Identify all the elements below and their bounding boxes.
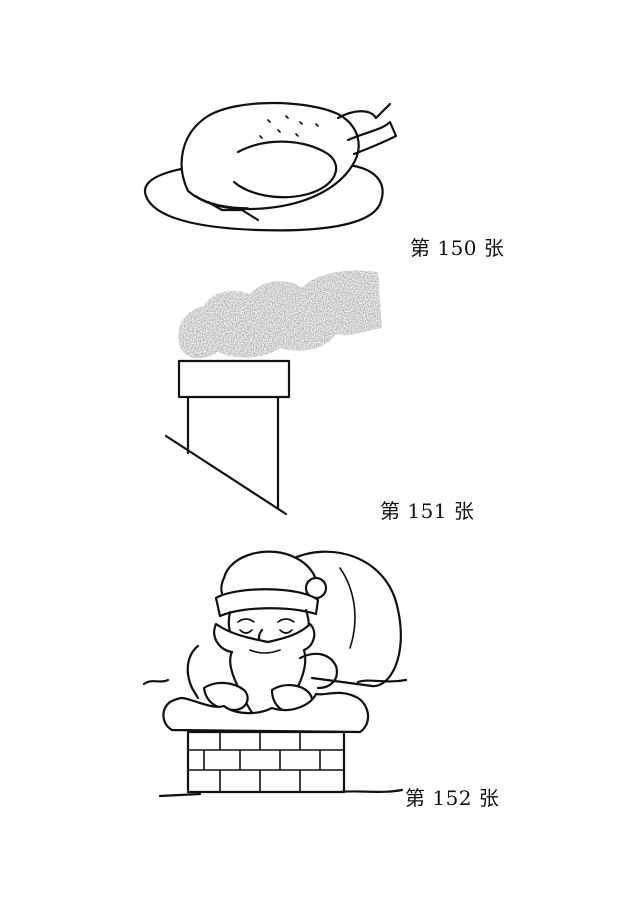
page-152-caption: 第 152 张 [405, 786, 500, 810]
roast-turkey-drawing [143, 101, 398, 232]
page-151-caption: 第 151 张 [380, 499, 475, 523]
chimney-smoke-drawing [164, 270, 382, 516]
page-150-caption: 第 150 张 [410, 236, 505, 260]
santa-in-chimney-drawing [142, 550, 408, 798]
